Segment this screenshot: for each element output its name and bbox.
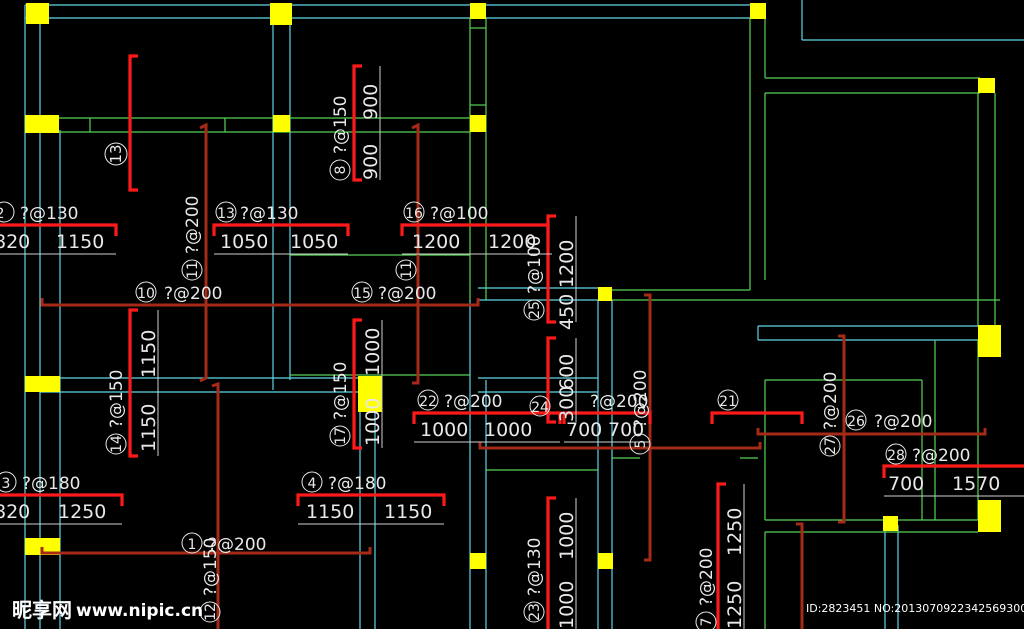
- callout-spec: ?@150: [331, 362, 351, 420]
- grid-lines-cyan: [24, 0, 1024, 629]
- rebar-callouts-vertical: 8 ?@150 11 ?@200 25 ?@100 14 ?@150 17 ?@…: [107, 96, 841, 627]
- callout-num: 13: [217, 206, 235, 222]
- callout-num: 27: [823, 437, 839, 455]
- dimension-value: 1150: [138, 404, 160, 452]
- callout-spec: ?@200: [631, 370, 651, 428]
- callout-spec: ?@200: [444, 392, 502, 412]
- callout-num: 25: [527, 301, 543, 319]
- watermark-url: www.nipic.cn: [76, 601, 203, 621]
- callout-spec: ?@200: [590, 392, 648, 412]
- callout-num: 12: [203, 603, 219, 621]
- dimension-values-horizontal: 820 1150 1050 1050 1200 1200 820 1250 11…: [0, 231, 1000, 523]
- callout-spec: ?@200: [874, 412, 932, 432]
- structural-columns: [25, 3, 1001, 569]
- callout-num: 14: [109, 435, 125, 453]
- dimension-value: 900: [360, 144, 382, 180]
- dimension-value: 1250: [58, 501, 106, 523]
- callout-circles: [0, 142, 907, 629]
- callout-spec: ?@130: [20, 204, 78, 224]
- callout-num: 8: [333, 166, 349, 175]
- dimension-value: 1250: [724, 508, 746, 556]
- dimension-value: 1150: [306, 501, 354, 523]
- callout-spec: ?@150: [331, 96, 351, 154]
- callout-spec: ?@100: [525, 236, 545, 294]
- callout-num: 11: [185, 261, 201, 279]
- dimension-value: 900: [360, 84, 382, 120]
- callout-spec: ?@100: [430, 204, 488, 224]
- callout-num: 3: [2, 476, 11, 492]
- callout-spec: ?@130: [240, 204, 298, 224]
- callout-spec: ?@180: [22, 474, 80, 494]
- dimension-value: 1570: [952, 473, 1000, 495]
- callout-num: 4: [308, 476, 317, 492]
- callout-num: 17: [333, 427, 349, 445]
- callout-num: 26: [847, 414, 865, 430]
- dimension-value: 1150: [138, 330, 160, 378]
- callout-spec: ?@200: [821, 372, 841, 430]
- watermark: 昵享网 www.nipic.cn ID:2823451 NO:201307092…: [12, 598, 1024, 622]
- dimension-value: 600: [556, 354, 578, 390]
- dimension-lines: [0, 66, 1024, 629]
- callout-spec: ?@180: [328, 474, 386, 494]
- callout-spec: ?@150: [201, 538, 221, 596]
- callout-num: 13: [107, 144, 125, 163]
- callout-num: 2: [0, 206, 4, 222]
- dimension-value: 1000: [420, 419, 468, 441]
- callout-num: 23: [527, 603, 543, 621]
- callout-spec: ?@200: [208, 535, 266, 555]
- dimension-value: 1200: [488, 231, 536, 253]
- dimension-values-vertical: 900 900 1150 1150 1000 1000 1200 450 600…: [138, 84, 746, 629]
- dimension-value: 1150: [384, 501, 432, 523]
- dimension-value: 1150: [56, 231, 104, 253]
- rebar-callouts-horizontal: 2 ?@130 13 ?@130 16 ?@100 10 ?@200 15 ?@…: [0, 204, 970, 555]
- callout-num: 15: [353, 286, 371, 302]
- callout-num: 24: [531, 400, 549, 416]
- callout-spec: ?@200: [164, 284, 222, 304]
- callout-spec: ?@200: [378, 284, 436, 304]
- dimension-value: 1050: [290, 231, 338, 253]
- dimension-value: 1000: [484, 419, 532, 441]
- callout-num: 5: [633, 440, 649, 449]
- dimension-value: 1000: [556, 512, 578, 560]
- dimension-value: 1000: [362, 328, 384, 376]
- dimension-value: 820: [0, 231, 30, 253]
- callout-num: 16: [405, 206, 423, 222]
- dimension-value: 300: [556, 386, 578, 422]
- dimension-value: 700: [888, 473, 924, 495]
- callout-spec: ?@130: [525, 538, 545, 596]
- callout-spec: ?@200: [697, 548, 717, 606]
- dimension-value: 1200: [556, 240, 578, 288]
- callout-num: 28: [887, 448, 905, 464]
- dimension-value: 1200: [412, 231, 460, 253]
- callout-num: 1: [188, 537, 197, 553]
- dimension-value: 700: [566, 419, 602, 441]
- callout-num: 7: [699, 618, 715, 627]
- dimension-value: 450: [556, 294, 578, 330]
- dimension-value: 700: [608, 419, 644, 441]
- callout-num: 10: [137, 286, 155, 302]
- callout-num: 22: [419, 394, 437, 410]
- watermark-logo: 昵享网: [12, 598, 72, 622]
- dimension-value: 1000: [556, 581, 578, 629]
- watermark-id: ID:2823451 NO:20130709223425693000: [806, 602, 1024, 615]
- callout-spec: ?@200: [912, 446, 970, 466]
- dimension-value: 1250: [724, 581, 746, 629]
- dimension-value: 1050: [220, 231, 268, 253]
- wall-lines-green: [25, 18, 1000, 629]
- dimension-value: 1000: [362, 398, 384, 446]
- callout-num: 11: [399, 261, 415, 279]
- callout-spec: ?@200: [183, 196, 203, 254]
- callout-spec: ?@150: [107, 370, 127, 428]
- top-rebars: [0, 54, 1024, 629]
- dimension-value: 820: [0, 501, 30, 523]
- callout-num: 21: [719, 394, 737, 410]
